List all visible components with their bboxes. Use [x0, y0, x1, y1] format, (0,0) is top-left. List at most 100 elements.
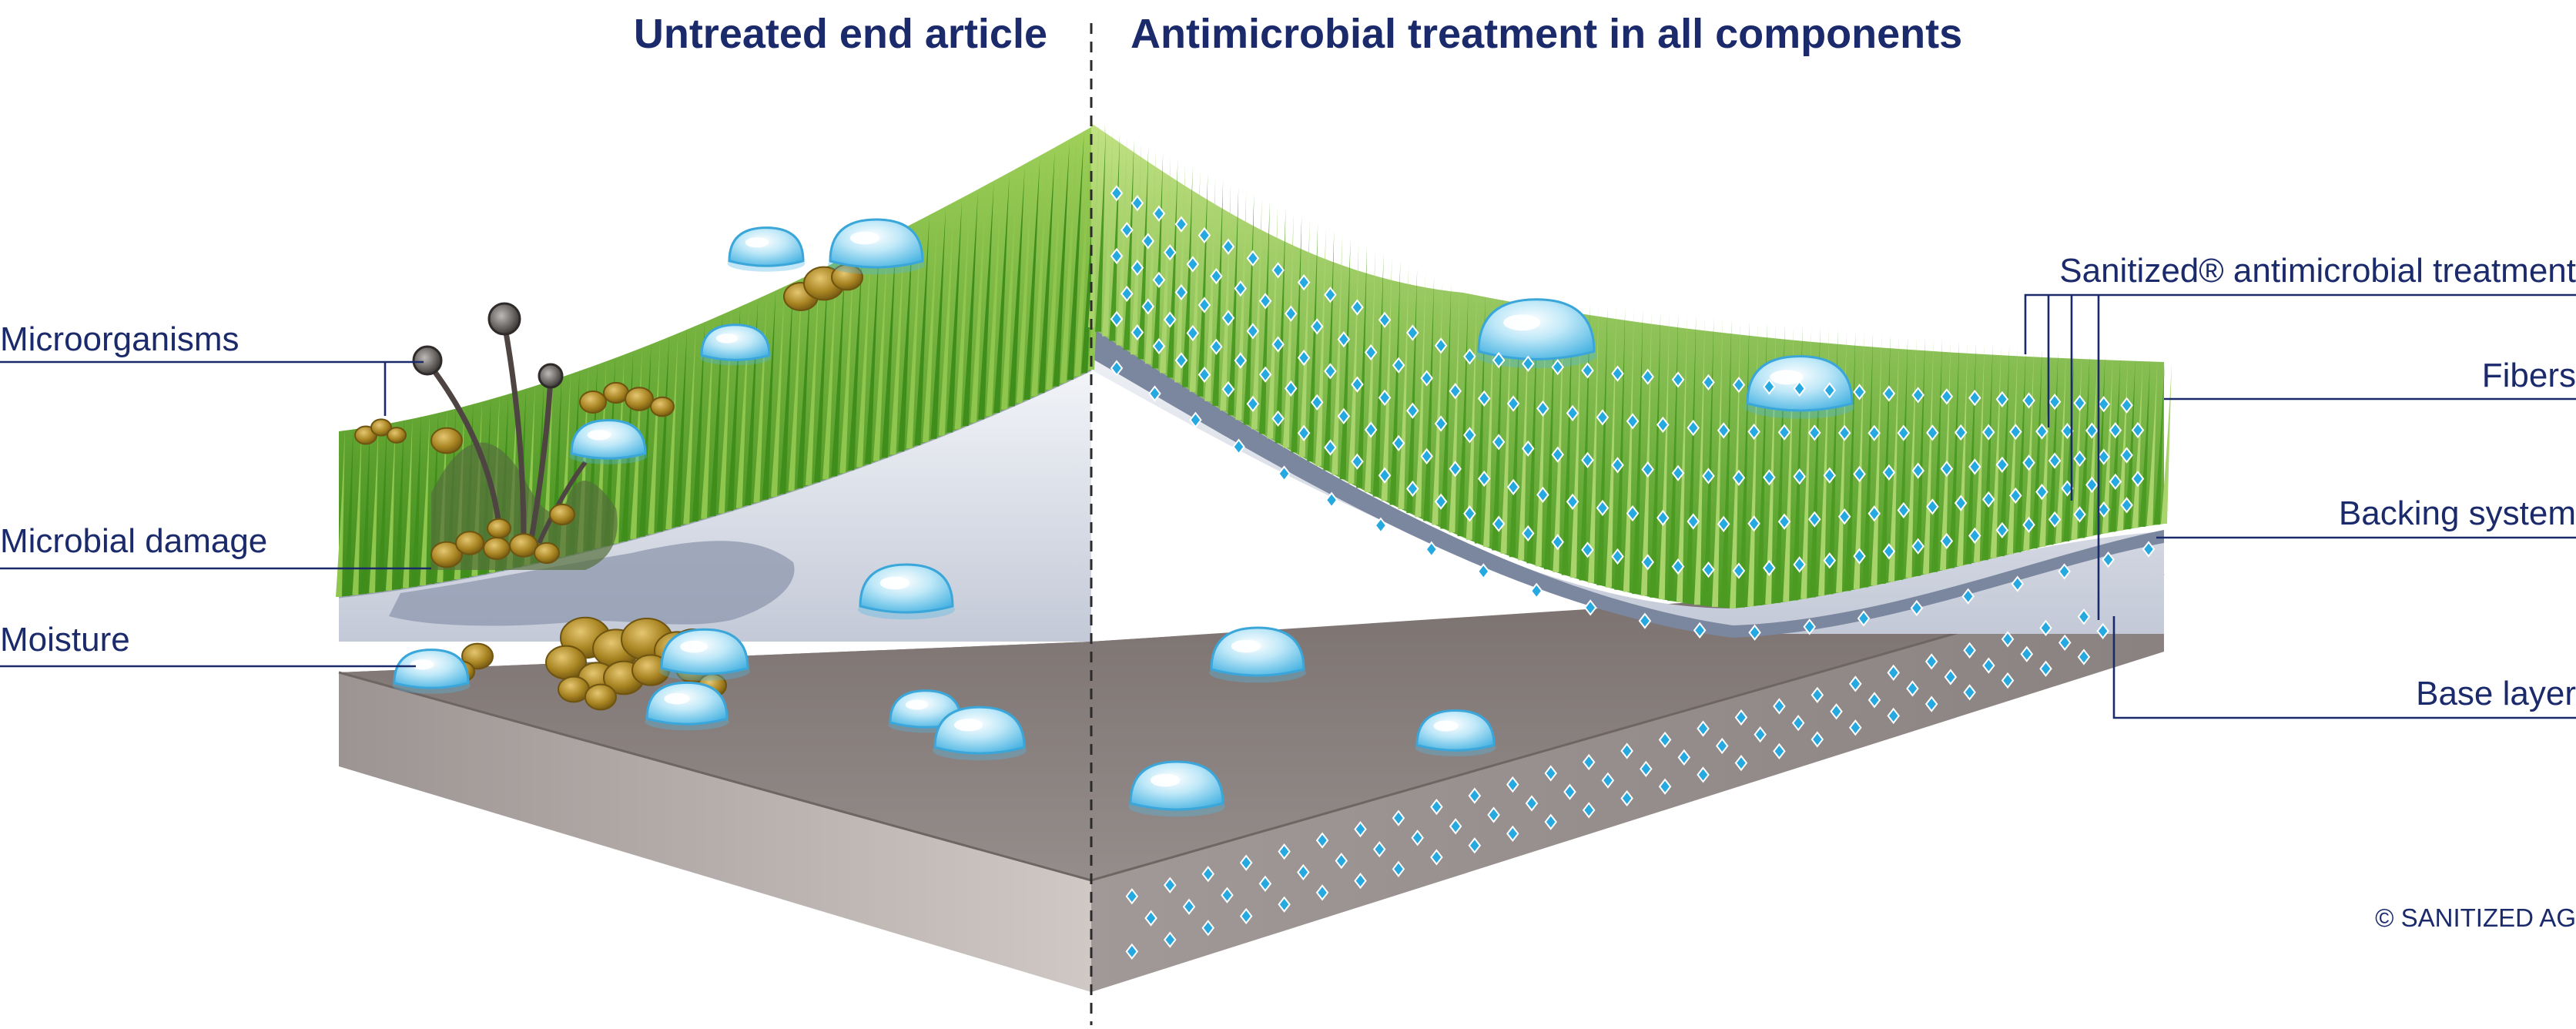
treatment-marker — [1853, 384, 1866, 401]
fibers-right-blades — [1088, 123, 2172, 608]
treatment-marker — [1434, 337, 1448, 354]
treatment-marker — [1536, 486, 1549, 503]
treatment-marker — [1702, 561, 1715, 578]
treatment-marker — [1897, 424, 1911, 441]
treatment-marker — [2009, 487, 2022, 504]
treatment-marker — [1152, 337, 1166, 355]
treatment-marker — [1182, 898, 1196, 915]
treatment-marker — [1477, 390, 1491, 407]
treatment-marker — [1773, 698, 1786, 715]
treatment-marker — [1110, 310, 1124, 327]
treatment-markers — [1110, 185, 2156, 960]
treatment-marker — [1544, 813, 1557, 830]
treatment-marker — [1732, 376, 1746, 394]
treatment-marker — [1364, 421, 1378, 438]
water-droplet — [1128, 760, 1225, 817]
treatment-marker — [2096, 622, 2109, 640]
treatment-marker — [1110, 247, 1124, 265]
treatment-marker — [1492, 434, 1506, 451]
treatment-marker — [1582, 802, 1596, 819]
treatment-marker — [1144, 910, 1157, 927]
treatment-marker — [1823, 382, 1837, 399]
treatment-marker — [1234, 352, 1248, 369]
treatment-marker — [1201, 920, 1214, 937]
treatment-marker — [1566, 493, 1579, 511]
treatment-marker — [1734, 709, 1748, 726]
label-base-layer: Base layer — [2416, 675, 2576, 712]
treatment-marker — [1732, 469, 1746, 486]
treatment-marker — [1406, 480, 1419, 498]
treatment-marker — [1246, 250, 1260, 267]
treatment-marker — [2048, 452, 2062, 469]
treatment-marker — [1378, 467, 1392, 484]
treatment-marker — [1853, 548, 1866, 565]
treatment-marker — [1995, 390, 2009, 408]
treatment-marker — [1702, 468, 1715, 484]
treatment-marker — [1626, 504, 1640, 522]
treatment-marker — [1857, 610, 1871, 627]
treatment-marker — [1351, 376, 1364, 393]
treatment-marker — [1911, 538, 1924, 555]
treatment-marker — [2085, 476, 2099, 494]
treatment-marker — [1882, 543, 1896, 560]
treatment-marker — [1940, 532, 1954, 550]
water-droplet — [392, 649, 471, 694]
treatment-marker — [1551, 446, 1564, 463]
treatment-marker — [1186, 256, 1200, 273]
treatment-marker — [1406, 324, 1419, 341]
treatment-marker — [1131, 195, 1144, 212]
treatment-marker — [1246, 323, 1260, 340]
treatment-marker — [1583, 599, 1597, 616]
treatment-marker — [1210, 268, 1223, 285]
treatment-marker — [1378, 311, 1392, 329]
water-droplet — [699, 323, 772, 366]
treatment-marker — [1581, 451, 1594, 469]
water-droplet — [1209, 626, 1306, 683]
bacterium — [509, 533, 538, 558]
base-layer-front-left — [339, 672, 1091, 992]
treatment-marker — [2048, 511, 2062, 528]
bacterium — [370, 418, 392, 437]
treatment-marker — [2120, 497, 2133, 514]
water-droplet — [1476, 298, 1597, 368]
treatment-marker — [1152, 271, 1166, 288]
treatment-marker — [1811, 731, 1824, 748]
treatment-marker — [1868, 424, 1881, 441]
treatment-marker — [2058, 563, 2071, 580]
water-droplet — [727, 226, 806, 272]
treatment-marker — [1430, 798, 1443, 816]
treatment-marker — [1121, 285, 1134, 303]
treatment-marker — [1325, 491, 1338, 508]
water-droplet — [645, 681, 729, 731]
bacterium — [387, 427, 407, 444]
treatment-marker — [1671, 464, 1685, 481]
treatment-marker — [1641, 554, 1654, 571]
treatment-marker — [1164, 876, 1177, 893]
treatment-marker — [1793, 468, 1806, 485]
treatment-marker — [1658, 778, 1672, 795]
copyright-notice: © SANITIZED AG — [2375, 903, 2576, 932]
treatment-marker — [1324, 439, 1337, 456]
treatment-marker — [1315, 884, 1329, 901]
treatment-marker — [1506, 776, 1519, 793]
treatment-marker — [1221, 380, 1235, 398]
treatment-marker — [1374, 517, 1388, 534]
treatment-marker — [2109, 422, 2122, 439]
treatment-marker — [1285, 305, 1298, 322]
treatment-marker — [1601, 772, 1615, 789]
treatment-marker — [1677, 749, 1691, 766]
treatment-marker — [1754, 726, 1767, 743]
leader-sanitized-treatment — [2024, 293, 2576, 354]
treatment-marker — [1449, 461, 1462, 478]
treatment-marker — [2022, 516, 2035, 534]
treatment-marker — [1924, 695, 1938, 712]
treatment-marker — [1968, 527, 1981, 545]
treatment-marker — [2073, 450, 2086, 468]
bacterium — [430, 427, 463, 454]
treatment-marker — [1324, 363, 1337, 380]
treatment-marker — [1198, 226, 1211, 244]
treatment-marker — [2102, 551, 2115, 568]
treatment-marker — [1811, 686, 1824, 704]
treatment-marker — [1392, 860, 1405, 877]
treatment-marker — [1525, 795, 1539, 812]
